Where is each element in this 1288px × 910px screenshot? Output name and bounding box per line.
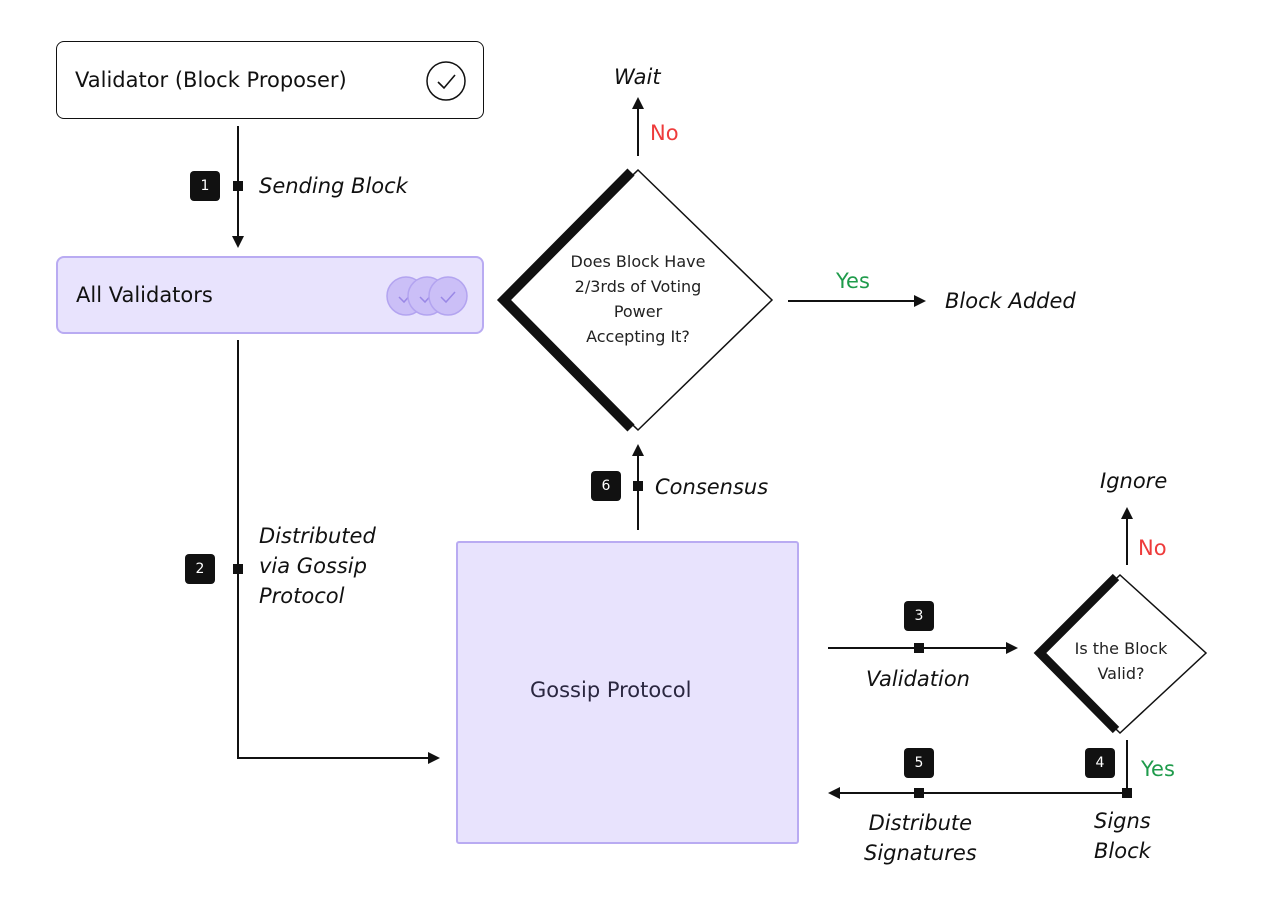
validity-diamond-shadow bbox=[1033, 573, 1120, 734]
check-circle-icon bbox=[426, 61, 466, 101]
step-1-label: Sending Block bbox=[259, 174, 408, 198]
connector-4-dot bbox=[1122, 788, 1132, 798]
step-5-label: Distribute Signatures bbox=[864, 811, 977, 865]
gossip-protocol-box: Gossip Protocol bbox=[456, 541, 799, 844]
proposer-label: Validator (Block Proposer) bbox=[75, 68, 347, 92]
step-6-badge: 6 bbox=[591, 471, 621, 501]
wait-outcome: Wait bbox=[614, 65, 661, 89]
step-4-badge: 4 bbox=[1085, 748, 1115, 778]
connector-5-dot bbox=[914, 788, 924, 798]
consensus-diamond-shadow bbox=[496, 168, 635, 432]
connector-1-dot bbox=[233, 181, 243, 191]
ignore-outcome: Ignore bbox=[1100, 469, 1168, 493]
step-5-badge: 5 bbox=[904, 748, 934, 778]
step-2-label: Distributed via Gossip Protocol bbox=[259, 524, 376, 608]
connector-2 bbox=[237, 340, 440, 764]
all-validators-box: All Validators bbox=[56, 256, 484, 334]
step-2-badge: 2 bbox=[185, 554, 215, 584]
connector-6-dot bbox=[633, 481, 643, 491]
step-6-label: Consensus bbox=[655, 475, 769, 499]
connector-4-5 bbox=[828, 740, 1128, 799]
step-3-label: Validation bbox=[866, 667, 970, 691]
validity-yes-label: Yes bbox=[1141, 757, 1175, 781]
connector-3-dot bbox=[914, 643, 924, 653]
step-3-badge: 3 bbox=[904, 601, 934, 631]
connector-2-dot bbox=[233, 564, 243, 574]
step-4-label: Signs Block bbox=[1094, 809, 1151, 863]
consensus-question: Does Block Have 2/3rds of Voting Power A… bbox=[570, 252, 706, 346]
step-1-badge: 1 bbox=[190, 171, 220, 201]
gossip-protocol-label: Gossip Protocol bbox=[530, 678, 692, 702]
block-added-outcome: Block Added bbox=[945, 289, 1076, 313]
validity-question: Is the Block Valid? bbox=[1074, 639, 1168, 683]
validity-no-label: No bbox=[1138, 536, 1167, 560]
proposer-box: Validator (Block Proposer) bbox=[56, 41, 484, 119]
stacked-check-circles-icon bbox=[386, 276, 468, 316]
all-validators-label: All Validators bbox=[76, 283, 213, 307]
consensus-no-label: No bbox=[650, 121, 679, 145]
consensus-yes-label: Yes bbox=[836, 269, 870, 293]
